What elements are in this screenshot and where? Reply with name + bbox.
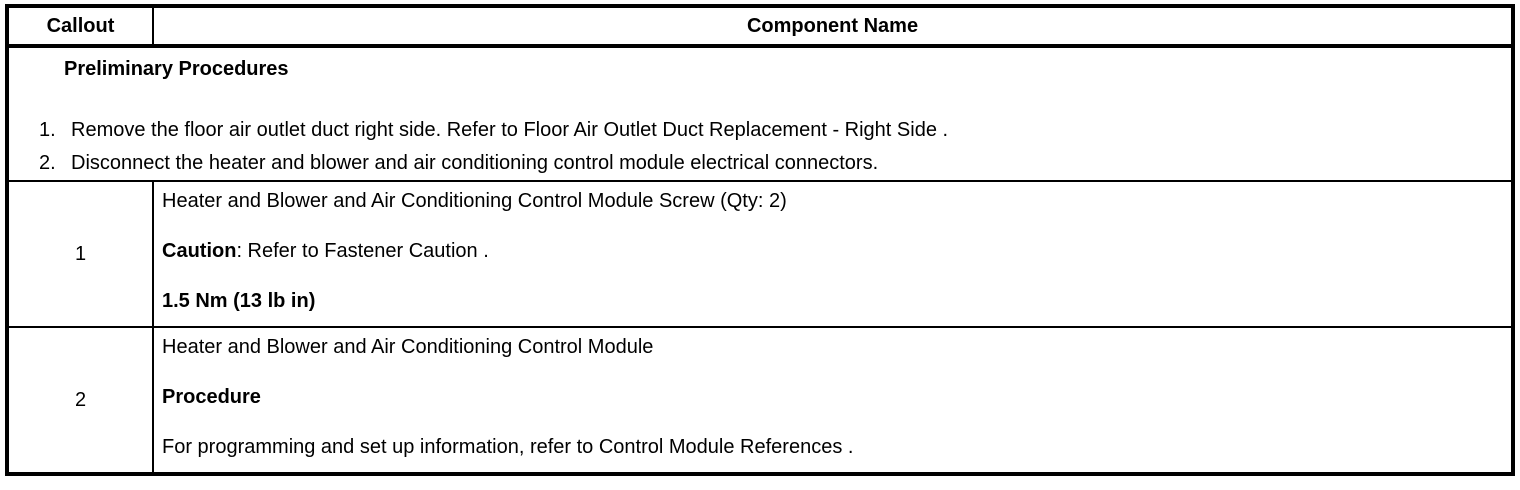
caution-line: Caution: Refer to Fastener Caution . <box>162 241 1501 262</box>
preliminary-step-2: 2. Disconnect the heater and blower and … <box>9 147 1511 180</box>
callout-number-1: 1 <box>7 181 154 327</box>
header-row: Callout Component Name <box>7 6 1513 48</box>
procedure-line: Procedure <box>162 387 1501 408</box>
component-name-line: Heater and Blower and Air Conditioning C… <box>162 336 654 358</box>
component-name-line: Heater and Blower and Air Conditioning C… <box>162 190 787 212</box>
step-number: 1. <box>39 119 56 141</box>
step-text: Remove the floor air outlet duct right s… <box>71 119 949 141</box>
component-cell-2: Heater and Blower and Air Conditioning C… <box>153 326 1513 474</box>
preliminary-row: Preliminary Procedures 1. Remove the flo… <box>7 46 1513 182</box>
step-number: 2. <box>39 152 56 174</box>
callout-row-1: 1 Heater and Blower and Air Conditioning… <box>7 181 1513 327</box>
header-component-name: Component Name <box>152 6 1513 48</box>
callout-row-2: 2 Heater and Blower and Air Conditioning… <box>7 326 1513 474</box>
component-cell-1: Heater and Blower and Air Conditioning C… <box>153 181 1513 327</box>
caution-label: Caution <box>162 240 237 262</box>
preliminary-cell: Preliminary Procedures 1. Remove the flo… <box>7 46 1513 182</box>
callout-number-2: 2 <box>7 326 154 474</box>
preliminary-steps: 1. Remove the floor air outlet duct righ… <box>9 114 1511 180</box>
header-callout: Callout <box>7 6 153 48</box>
procedure-label: Procedure <box>162 386 261 408</box>
caution-text: : Refer to Fastener Caution . <box>236 240 489 262</box>
callout-table: Callout Component Name Preliminary Proce… <box>5 4 1515 476</box>
step-text: Disconnect the heater and blower and air… <box>71 152 879 174</box>
preliminary-title: Preliminary Procedures <box>64 58 289 80</box>
programming-note: For programming and set up information, … <box>162 436 854 458</box>
torque-spec: 1.5 Nm (13 lb in) <box>162 290 316 312</box>
preliminary-step-1: 1. Remove the floor air outlet duct righ… <box>9 114 1511 147</box>
